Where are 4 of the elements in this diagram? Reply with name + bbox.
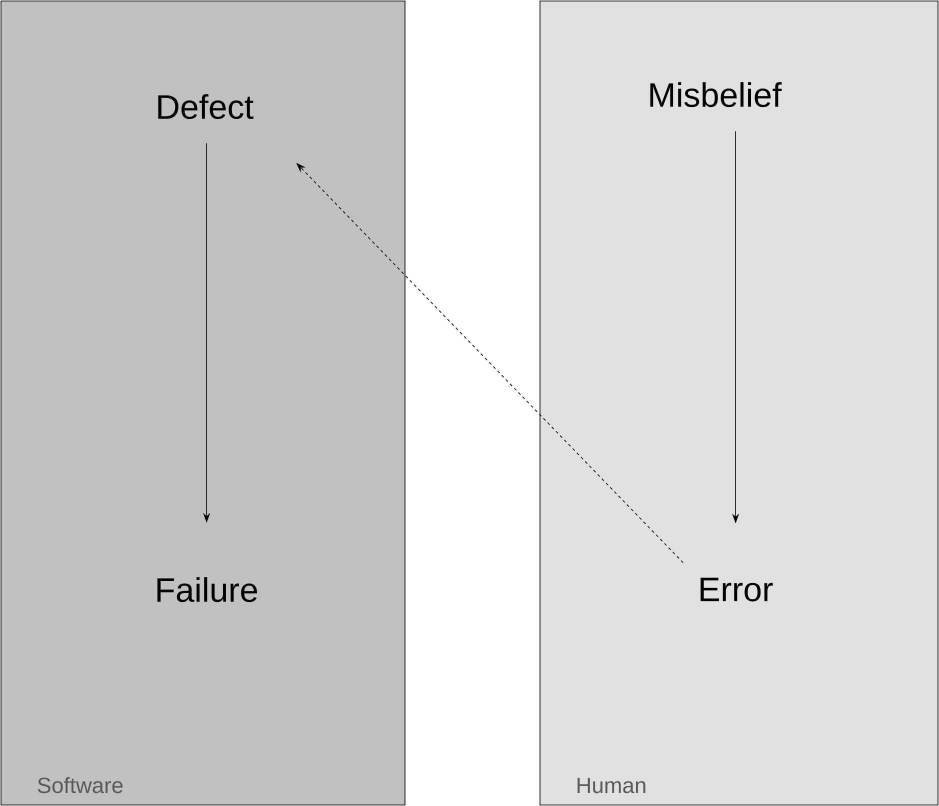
term-label: Defect [158, 94, 254, 120]
term-label: Failure [157, 577, 258, 602]
term-label: Error [700, 578, 773, 602]
term-label: Misbelief [650, 82, 782, 108]
